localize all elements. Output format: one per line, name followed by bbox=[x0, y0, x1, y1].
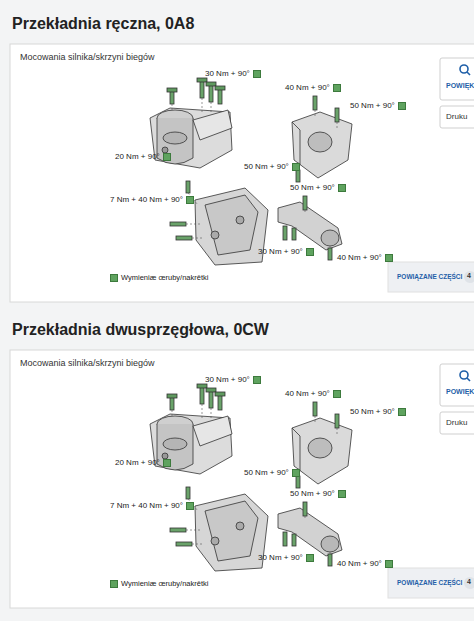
panel-heading-text: Przekładnia ręczna, 0A8 bbox=[12, 15, 194, 32]
panel-subtitle-text: Mocowania silnika/skrzyni biegów bbox=[20, 52, 155, 62]
panel-heading-text: Przekładnia dwusprzęgłowa, 0CW bbox=[12, 321, 269, 338]
replace-marker bbox=[186, 502, 194, 510]
button-text-text: POWIĘK bbox=[446, 82, 474, 89]
replace-marker bbox=[186, 196, 194, 204]
legend-text: Wymieniæ œruby/nakrêtki bbox=[121, 273, 208, 282]
replace-marker bbox=[338, 490, 346, 498]
related-parts-link: POWIĄZANE CZĘŚCI bbox=[397, 273, 462, 280]
torque-label-text: 50 Nm + 90° bbox=[290, 489, 335, 498]
torque-label: 30 Nm + 90° bbox=[258, 553, 314, 562]
torque-label: 40 Nm + 90° bbox=[337, 253, 393, 262]
torque-label-text: 50 Nm + 90° bbox=[244, 162, 289, 171]
torque-label: 50 Nm + 90° bbox=[290, 489, 346, 498]
torque-label-text: 30 Nm + 90° bbox=[205, 69, 250, 78]
replace-marker bbox=[333, 390, 341, 398]
replace-marker bbox=[253, 376, 261, 384]
torque-label-text: 30 Nm + 90° bbox=[258, 247, 303, 256]
legend-text: Wymieniæ œruby/nakrêtki bbox=[121, 579, 208, 588]
torque-label-text: 40 Nm + 90° bbox=[285, 83, 330, 92]
button-text: Druku bbox=[446, 112, 467, 121]
count-badge-text: 4 bbox=[467, 272, 471, 279]
torque-label: 30 Nm + 90° bbox=[205, 69, 261, 78]
torque-label-text: 50 Nm + 90° bbox=[244, 468, 289, 477]
count-badge-text: 4 bbox=[467, 578, 471, 585]
related-parts-link-text: POWIĄZANE CZĘŚCI bbox=[397, 273, 462, 280]
related-parts-link-text: POWIĄZANE CZĘŚCI bbox=[397, 579, 462, 586]
legend-swatch bbox=[110, 580, 118, 588]
torque-label: 50 Nm + 90° bbox=[244, 162, 300, 171]
button-text-text: POWIĘK bbox=[446, 388, 474, 395]
related-parts-link: POWIĄZANE CZĘŚCI bbox=[397, 579, 462, 586]
torque-label: 20 Nm + 90° bbox=[115, 458, 171, 467]
torque-label-text: 30 Nm + 90° bbox=[205, 375, 250, 384]
torque-label: 50 Nm + 90° bbox=[350, 101, 406, 110]
torque-label-text: 7 Nm + 40 Nm + 90° bbox=[110, 195, 183, 204]
count-badge: 4 bbox=[467, 578, 471, 586]
replace-marker bbox=[292, 163, 300, 171]
torque-label-text: 30 Nm + 90° bbox=[258, 553, 303, 562]
torque-label-text: 50 Nm + 90° bbox=[290, 183, 335, 192]
replace-marker bbox=[398, 102, 406, 110]
button-text-text: Druku bbox=[446, 418, 467, 427]
panel-subtitle: Mocowania silnika/skrzyni biegów bbox=[20, 358, 155, 368]
replace-marker bbox=[385, 254, 393, 262]
replace-marker bbox=[385, 560, 393, 568]
count-badge: 4 bbox=[467, 272, 471, 280]
torque-label-text: 50 Nm + 90° bbox=[350, 407, 395, 416]
torque-label-text: 50 Nm + 90° bbox=[350, 101, 395, 110]
torque-label: 50 Nm + 90° bbox=[290, 183, 346, 192]
torque-label: 30 Nm + 90° bbox=[258, 247, 314, 256]
torque-label: 30 Nm + 90° bbox=[205, 375, 261, 384]
replace-marker bbox=[398, 408, 406, 416]
replace-marker bbox=[163, 153, 171, 161]
panel-heading: Przekładnia ręczna, 0A8 bbox=[12, 15, 194, 33]
torque-label-text: 7 Nm + 40 Nm + 90° bbox=[110, 501, 183, 510]
replace-marker bbox=[306, 248, 314, 256]
button-text: Druku bbox=[446, 418, 467, 427]
torque-label: 7 Nm + 40 Nm + 90° bbox=[110, 195, 194, 204]
button-text: POWIĘK bbox=[446, 82, 474, 90]
button-text-text: Druku bbox=[446, 112, 467, 121]
torque-label: 50 Nm + 90° bbox=[350, 407, 406, 416]
torque-label: 40 Nm + 90° bbox=[285, 83, 341, 92]
torque-label-text: 20 Nm + 90° bbox=[115, 458, 160, 467]
torque-label: 40 Nm + 90° bbox=[337, 559, 393, 568]
panel-heading: Przekładnia dwusprzęgłowa, 0CW bbox=[12, 321, 269, 339]
replace-marker bbox=[333, 84, 341, 92]
legend-item: Wymieniæ œruby/nakrêtki bbox=[110, 274, 208, 283]
replace-marker bbox=[253, 70, 261, 78]
torque-label: 7 Nm + 40 Nm + 90° bbox=[110, 501, 194, 510]
panel-subtitle: Mocowania silnika/skrzyni biegów bbox=[20, 52, 155, 62]
torque-label-text: 40 Nm + 90° bbox=[337, 253, 382, 262]
replace-marker bbox=[163, 459, 171, 467]
torque-label: 20 Nm + 90° bbox=[115, 152, 171, 161]
replace-marker bbox=[338, 184, 346, 192]
torque-label: 40 Nm + 90° bbox=[285, 389, 341, 398]
replace-marker bbox=[292, 469, 300, 477]
torque-label-text: 40 Nm + 90° bbox=[285, 389, 330, 398]
panel-subtitle-text: Mocowania silnika/skrzyni biegów bbox=[20, 358, 155, 368]
torque-label-text: 20 Nm + 90° bbox=[115, 152, 160, 161]
replace-marker bbox=[306, 554, 314, 562]
legend-swatch bbox=[110, 274, 118, 282]
torque-label-text: 40 Nm + 90° bbox=[337, 559, 382, 568]
torque-label: 50 Nm + 90° bbox=[244, 468, 300, 477]
button-text: POWIĘK bbox=[446, 388, 474, 396]
legend-item: Wymieniæ œruby/nakrêtki bbox=[110, 580, 208, 589]
